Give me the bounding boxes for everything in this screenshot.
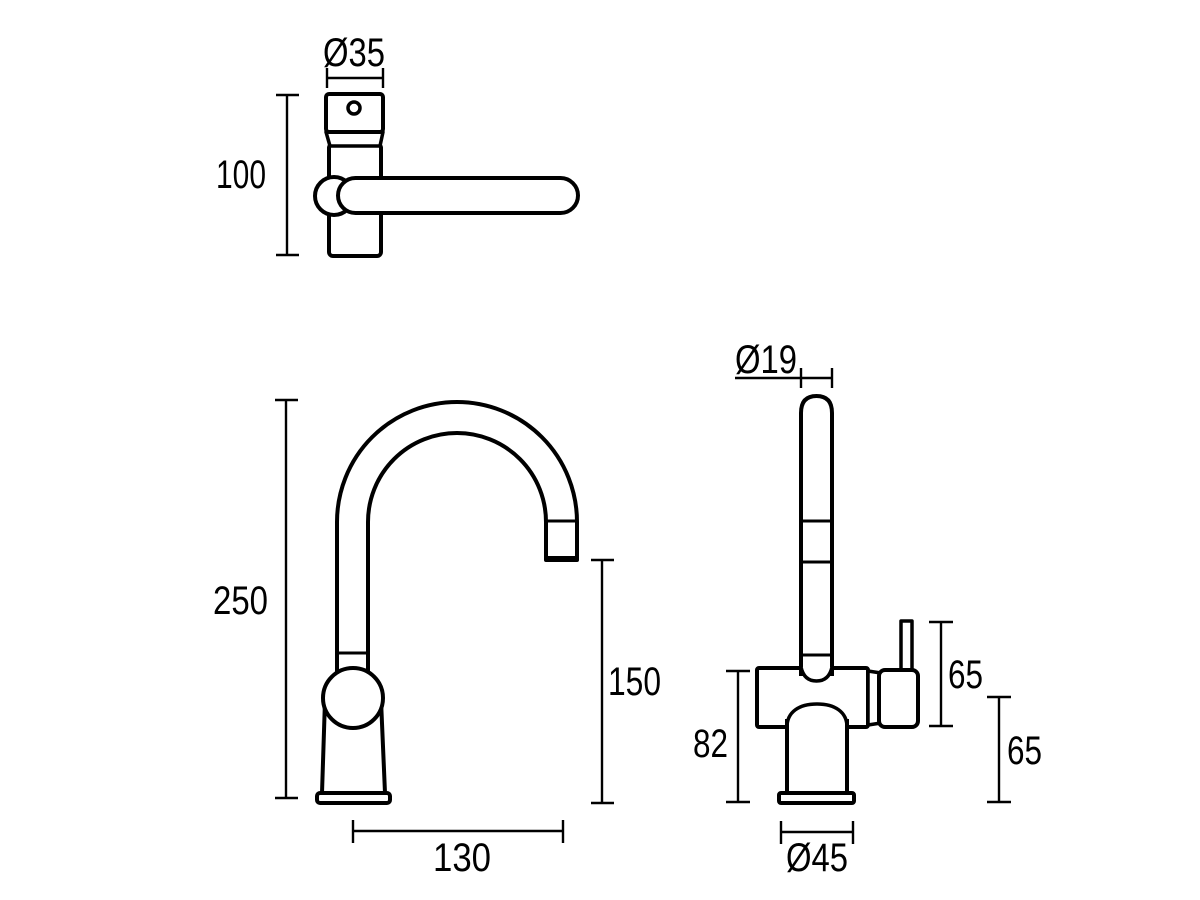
dim-body-height: 82 — [693, 669, 750, 804]
dim-handle-length: 100 — [216, 93, 299, 257]
dim-label-side-clearance: 65 — [1007, 729, 1042, 773]
view-front-elevation: Ø19 65 — [693, 338, 1042, 880]
mixer-pivot-ball — [321, 666, 385, 730]
dim-handle-hub-diameter: Ø35 — [323, 31, 385, 88]
dim-label-base-diameter: Ø45 — [786, 836, 848, 880]
dim-spout-reach: 130 — [351, 820, 565, 880]
dim-label-overall-height: 250 — [213, 579, 268, 623]
handle-neck — [324, 130, 385, 148]
dim-outlet-height: 150 — [591, 558, 661, 805]
handle-cap-hole — [346, 100, 362, 116]
spout-tube-front — [799, 394, 834, 676]
dim-lever-height: 65 — [929, 620, 983, 728]
dim-base-diameter: Ø45 — [779, 821, 855, 880]
dim-label-handle-hub-diameter: Ø35 — [323, 31, 385, 75]
lever-hub — [877, 668, 920, 729]
tube-bottom-dome — [799, 666, 834, 683]
dim-label-spout-tube-diameter: Ø19 — [735, 338, 797, 382]
body-arch-contour — [785, 702, 849, 728]
dim-overall-height: 250 — [213, 398, 298, 800]
base-flange-side — [315, 791, 392, 805]
handle-lever-arm — [336, 176, 580, 215]
dim-label-spout-reach: 130 — [433, 836, 491, 880]
dim-spout-tube-diameter: Ø19 — [735, 338, 834, 388]
dim-label-handle-length: 100 — [216, 153, 266, 197]
dim-label-body-height: 82 — [693, 722, 728, 766]
dim-label-outlet-height: 150 — [608, 660, 661, 704]
gooseneck-spout — [335, 400, 579, 676]
lever-stick — [899, 619, 914, 675]
view-side-elevation: 250 150 130 — [213, 398, 661, 880]
view-handle-top: Ø35 100 — [216, 31, 580, 258]
base-cylinder — [785, 719, 849, 795]
dim-side-clearance: 65 — [987, 695, 1042, 804]
dim-label-lever-height: 65 — [948, 653, 983, 697]
base-flange-front — [777, 791, 856, 805]
